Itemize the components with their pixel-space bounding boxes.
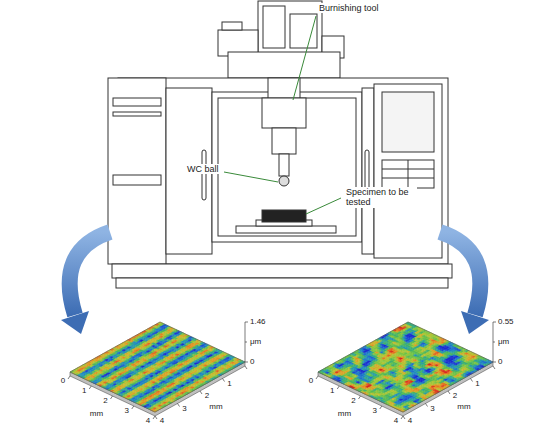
panel-vent: [113, 98, 161, 106]
plot-base: [318, 362, 493, 416]
axis-tick: [89, 386, 91, 389]
door-handle: [202, 150, 206, 200]
wc-ball: [279, 176, 289, 186]
column-panel: [263, 6, 285, 48]
spindle-mount: [268, 78, 300, 98]
axis-tick: [245, 366, 247, 369]
machine-column: [258, 1, 322, 53]
axis-tick: [111, 396, 113, 399]
right-door: [362, 88, 374, 254]
leader-line: [224, 172, 278, 182]
axis-tick: [132, 406, 134, 409]
axis-tick: [155, 416, 157, 419]
control-keypad: [382, 160, 434, 188]
axis-tick: [153, 416, 155, 419]
flow-arrow: [70, 232, 110, 315]
panel-vent: [113, 112, 161, 116]
control-screen: [382, 92, 434, 152]
machine-plinth: [116, 278, 448, 288]
specimen: [262, 210, 306, 222]
spindle-head: [262, 98, 306, 128]
plot-base: [70, 362, 245, 416]
arrow-head: [461, 311, 489, 334]
surface-plot: [316, 322, 496, 419]
machine-head: [228, 52, 340, 78]
keypad-line: [408, 160, 409, 188]
leader-line: [306, 198, 341, 214]
machine-cabinet: [118, 78, 448, 264]
tool-holder: [272, 128, 296, 154]
axis-tick: [245, 342, 247, 343]
panel-handle: [113, 175, 161, 185]
window-frame: [218, 98, 356, 236]
arrow-head: [61, 311, 89, 334]
control-panel: [374, 84, 442, 258]
axis-tick: [200, 391, 202, 394]
machine-window: [212, 92, 362, 242]
machine-table: [236, 226, 336, 233]
machine-base: [112, 264, 452, 278]
axis-tick: [223, 379, 225, 382]
axis-tick: [245, 322, 248, 323]
axis-tick: [178, 404, 180, 407]
side-panel: [108, 78, 166, 264]
axis-tick: [68, 376, 70, 379]
axis-tick: [245, 362, 248, 363]
flow-arrow: [440, 232, 480, 315]
burnishing-tool: [279, 154, 289, 176]
surface-outline: [70, 322, 245, 412]
motor-cap: [222, 22, 242, 30]
leader-line: [293, 16, 316, 100]
column-panel: [290, 14, 317, 48]
surface-plot: [68, 322, 248, 419]
